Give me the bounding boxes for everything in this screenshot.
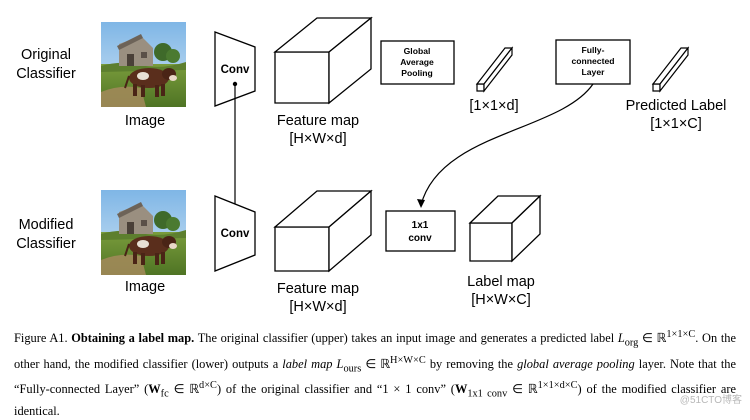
conv1x1-line2: conv bbox=[408, 233, 432, 244]
caption-w-fc: W bbox=[148, 382, 161, 397]
caption-text-3: by removing the bbox=[429, 356, 514, 371]
caption-w-fc-sub: fc bbox=[160, 388, 169, 400]
fc-to-conv1x1-arrow bbox=[420, 83, 594, 206]
connector-dot-top bbox=[232, 81, 238, 87]
caption-sup-4: 1×1×d×C bbox=[537, 380, 578, 392]
modified-conv-block bbox=[214, 195, 256, 272]
caption-l-ours: L bbox=[336, 356, 344, 371]
modified-conv-label: Conv bbox=[221, 228, 250, 240]
arrowhead-icon bbox=[417, 199, 425, 208]
gap-line2: Average bbox=[400, 57, 434, 67]
caption-gap: global average pooling bbox=[517, 356, 635, 371]
predicted-label-dims: [1×1×C] bbox=[650, 116, 702, 132]
caption-text-2: . On the other hand, the modified classi… bbox=[14, 331, 736, 371]
caption-w-conv: W bbox=[454, 382, 468, 397]
caption-in-4: ∈ ℝ bbox=[512, 382, 538, 397]
modified-feature-map-dims: [H×W×d] bbox=[289, 299, 346, 315]
caption-in-1: ∈ ℝ bbox=[642, 331, 667, 346]
caption-fig-number: Figure A1. bbox=[14, 331, 68, 346]
cow-photo-icon bbox=[101, 190, 186, 275]
original-feature-map-dims: [H×W×d] bbox=[289, 131, 346, 147]
modified-title-line1: Modified bbox=[19, 217, 74, 233]
label-map-title: Label map bbox=[467, 274, 535, 290]
caption-in-2: ∈ ℝ bbox=[365, 356, 391, 371]
caption-sup-3: d×C bbox=[199, 380, 217, 392]
caption-in-3: ∈ ℝ bbox=[173, 382, 200, 397]
caption-text-4: layer. Note that the “Fully-connected La… bbox=[14, 356, 736, 397]
caption-label-map: label map bbox=[282, 356, 333, 371]
fc-line1: Fully- bbox=[582, 45, 605, 55]
original-image bbox=[101, 22, 186, 107]
original-conv-block bbox=[214, 31, 256, 107]
gap-line3: Pooling bbox=[401, 68, 433, 78]
label-map-cube bbox=[468, 194, 542, 263]
modified-image-label: Image bbox=[125, 279, 165, 295]
pipeline-diagram: Original Classifier Image Conv Feature m… bbox=[16, 16, 727, 315]
caption-l-ours-sub: ours bbox=[343, 363, 362, 375]
original-conv-label: Conv bbox=[221, 64, 250, 76]
pooled-dims: [1×1×d] bbox=[469, 98, 518, 114]
cow-photo-icon bbox=[101, 22, 186, 107]
conv1x1-box bbox=[385, 210, 456, 252]
modified-feature-map-cube bbox=[273, 189, 373, 273]
pooled-vector-prism bbox=[475, 46, 514, 93]
original-image-label: Image bbox=[125, 113, 165, 129]
label-map-dims: [H×W×C] bbox=[471, 292, 531, 308]
original-feature-map-title: Feature map bbox=[277, 113, 359, 129]
modified-image bbox=[101, 190, 186, 275]
gap-line1: Global bbox=[404, 46, 431, 56]
caption-title: Obtaining a label map. bbox=[71, 331, 195, 346]
global-average-pooling-box bbox=[380, 40, 455, 85]
modified-title-line2: Classifier bbox=[16, 236, 76, 252]
figure-caption: Figure A1. Obtaining a label map. The or… bbox=[14, 326, 736, 420]
fc-line2: connected bbox=[572, 56, 615, 66]
original-title-line2: Classifier bbox=[16, 66, 76, 82]
watermark: @51CTO博客 bbox=[679, 395, 742, 406]
caption-sup-2: H×W×C bbox=[390, 354, 426, 366]
caption-sup-1: 1×1×C bbox=[666, 329, 696, 340]
caption-w-conv-sub: 1x1 conv bbox=[467, 388, 508, 400]
fc-line3: Layer bbox=[582, 67, 606, 77]
caption-l-org: L bbox=[617, 331, 625, 346]
caption-text-5: ) of the original classifier and “1 × 1 … bbox=[216, 382, 455, 397]
predicted-label-title: Predicted Label bbox=[626, 98, 727, 114]
fully-connected-layer-box bbox=[555, 39, 631, 85]
original-title-line1: Original bbox=[21, 47, 71, 63]
caption-l-org-sub: org bbox=[624, 337, 639, 349]
modified-feature-map-title: Feature map bbox=[277, 281, 359, 297]
original-feature-map-cube bbox=[273, 16, 373, 105]
caption-text-1: The original classifier (upper) takes an… bbox=[197, 331, 615, 346]
conv1x1-line1: 1x1 bbox=[412, 220, 429, 231]
predicted-label-prism bbox=[651, 46, 690, 93]
